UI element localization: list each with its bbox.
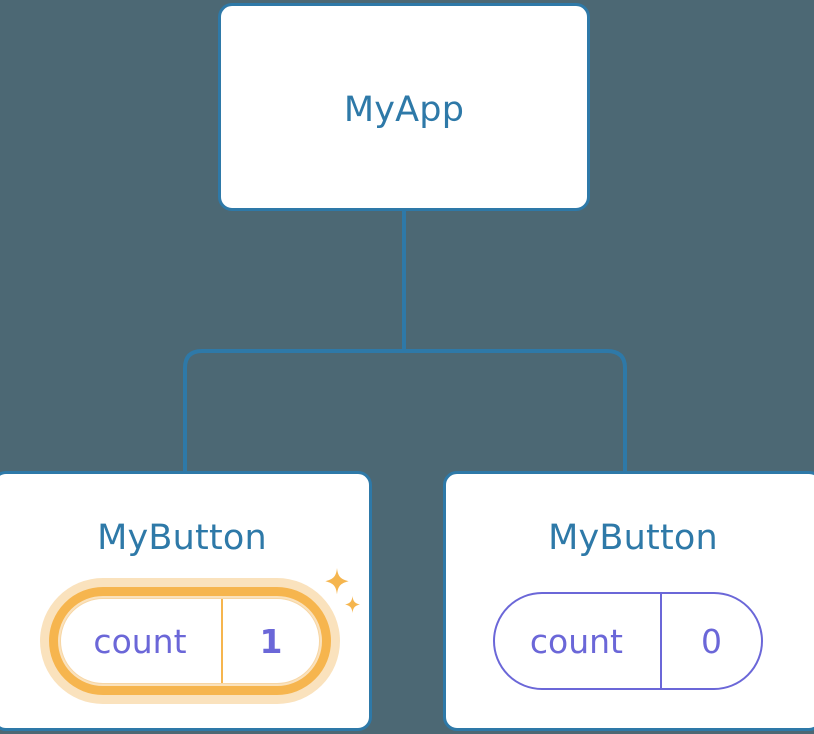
state-value-1: 0 [700,621,722,661]
node-title-myapp: MyApp [343,90,465,130]
state-pill-highlighted[interactable]: count 1 [40,578,340,704]
state-value-0: 1 [259,621,283,661]
connector-branch-bus [183,349,627,478]
node-title-mybutton-0: MyButton [97,518,267,558]
state-pill-ring [49,587,331,695]
state-divider-1 [659,594,662,688]
node-card-myapp[interactable]: MyApp [218,3,590,211]
node-title-mybutton-1: MyButton [548,518,718,558]
state-key-0: count [93,621,187,661]
state-pill-body-0[interactable]: count 1 [60,598,320,684]
state-pill-plain[interactable]: count 0 [493,592,763,690]
state-key-1: count [529,621,623,661]
state-pill-body-1[interactable]: count 0 [493,592,763,690]
state-divider-0 [220,599,223,683]
